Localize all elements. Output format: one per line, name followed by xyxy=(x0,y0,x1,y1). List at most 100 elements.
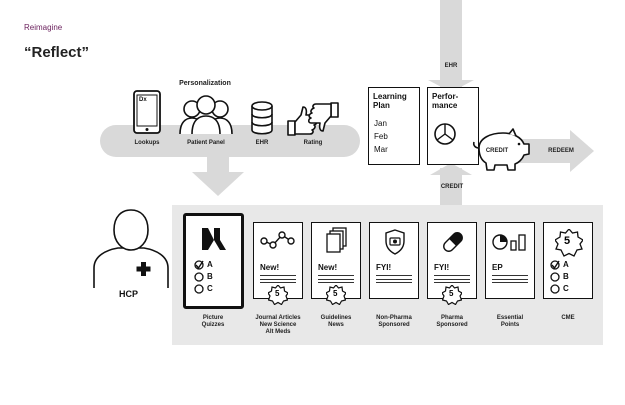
non-pharma-card[interactable]: FYI! xyxy=(369,222,419,299)
text-lines xyxy=(376,275,412,286)
ehr-label: EHR xyxy=(255,140,269,146)
badge-icon xyxy=(268,285,288,305)
picture-quiz-card[interactable]: A B C xyxy=(183,213,244,309)
caption-line: Non-Pharma xyxy=(376,315,412,321)
tablet-icon xyxy=(133,90,161,134)
credit-arrow-shaft xyxy=(440,168,462,208)
radio-icon xyxy=(550,284,560,294)
credit-flow-label: CREDIT xyxy=(440,184,464,190)
learning-plan-title-1: Learning xyxy=(373,92,407,101)
card-caption-quizzes: Picture Quizzes xyxy=(183,315,243,329)
badge-icon xyxy=(326,285,346,305)
card-tag: EP xyxy=(492,263,503,272)
lookups-label: Lookups xyxy=(134,140,160,146)
thumbs-up-down-icon xyxy=(287,101,339,137)
caption-line: Alt Meds xyxy=(265,329,291,335)
piggy-bank-icon xyxy=(471,128,533,172)
database-icon xyxy=(250,100,274,136)
caption-line: Sponsored xyxy=(436,322,468,328)
pharma-card[interactable]: FYI! 5 xyxy=(427,222,477,305)
text-lines xyxy=(318,275,354,286)
month-mar: Mar xyxy=(374,145,388,154)
card-caption-journal: Journal Articles New Science Alt Meds xyxy=(248,315,308,336)
performance-title-1: Perfor- xyxy=(432,92,459,101)
ehr-flow-label: EHR xyxy=(444,63,458,69)
down-arrow-head xyxy=(192,172,244,196)
pie-chart-icon xyxy=(434,123,456,145)
caption-line: CME xyxy=(561,315,575,321)
card-tag: New! xyxy=(318,263,338,272)
caption-line: News xyxy=(328,322,344,328)
performance-card: Perfor- mance xyxy=(427,87,479,165)
guidelines-card[interactable]: New! 5 xyxy=(311,222,361,305)
picture-icon xyxy=(202,228,226,250)
pill-icon xyxy=(443,232,463,252)
card-caption-non-pharma: Non-Pharma Sponsored xyxy=(364,315,424,329)
caption-line: Guidelines xyxy=(320,315,352,321)
rating-label: Rating xyxy=(303,140,323,146)
text-lines xyxy=(434,275,470,286)
badge-number: 5 xyxy=(449,289,454,298)
caption-line: Quizzes xyxy=(201,322,225,328)
cme-option-b: B xyxy=(563,272,569,281)
documents-icon xyxy=(326,227,347,253)
caption-line: Picture xyxy=(202,315,224,321)
badge-icon xyxy=(555,229,583,257)
radio-icon xyxy=(194,272,204,282)
card-caption-pharma: Pharma Sponsored xyxy=(422,315,482,329)
badge-icon xyxy=(442,285,462,305)
quiz-option-a: A xyxy=(207,260,213,269)
month-jan: Jan xyxy=(374,119,387,128)
hcp-label: HCP xyxy=(119,289,139,299)
cme-option-a: A xyxy=(563,260,569,269)
patient-panel-label: Patient Panel xyxy=(187,140,225,146)
chart-icon xyxy=(492,234,526,251)
card-tag: New! xyxy=(260,263,280,272)
card-caption-cme: CME xyxy=(538,315,598,322)
card-caption-essential: Essential Points xyxy=(480,315,540,329)
quiz-option-c: C xyxy=(207,284,213,293)
network-icon xyxy=(260,231,295,249)
tablet-screen-text: Dx xyxy=(139,97,147,103)
credit-arrow-head xyxy=(430,163,472,175)
learning-plan-card: Learning Plan Jan Feb Mar xyxy=(368,87,420,165)
kicker-label: Reimagine xyxy=(24,23,63,32)
journal-articles-card[interactable]: New! 5 xyxy=(253,222,303,305)
patient-group-icon xyxy=(176,92,236,136)
cme-card[interactable]: 5 A B C xyxy=(543,222,593,299)
caption-line: Journal Articles xyxy=(255,315,301,321)
caption-line: New Science xyxy=(259,322,297,328)
page-title: “Reflect” xyxy=(24,44,90,61)
cme-option-c: C xyxy=(563,284,569,293)
shield-icon xyxy=(385,229,405,255)
piggy-credit-label: CREDIT xyxy=(485,148,509,154)
ehr-arrow-head xyxy=(428,80,474,92)
radio-icon xyxy=(194,284,204,294)
performance-title-2: mance xyxy=(432,101,458,110)
card-tag: FYI! xyxy=(434,263,450,272)
down-arrow-shaft xyxy=(207,155,229,177)
badge-number: 5 xyxy=(275,289,280,298)
badge-number: 5 xyxy=(333,289,338,298)
checkbox-checked-icon xyxy=(550,260,560,270)
text-lines xyxy=(492,275,528,286)
checkbox-checked-icon xyxy=(194,260,204,270)
caption-line: Points xyxy=(500,322,520,328)
redeem-arrow-head xyxy=(570,130,594,172)
month-feb: Feb xyxy=(374,132,388,141)
card-tag: FYI! xyxy=(376,263,392,272)
text-lines xyxy=(260,275,296,286)
redeem-label: REDEEM xyxy=(548,148,574,154)
ehr-arrow-shaft xyxy=(440,0,462,88)
learning-plan-title-2: Plan xyxy=(373,101,390,110)
caption-line: Essential xyxy=(496,315,524,321)
personalization-heading: Personalization xyxy=(179,80,231,87)
badge-number: 5 xyxy=(564,235,571,247)
card-caption-guidelines: Guidelines News xyxy=(306,315,366,329)
caption-line: Sponsored xyxy=(378,322,410,328)
person-icon xyxy=(92,206,170,290)
caption-line: Pharma xyxy=(440,315,463,321)
quiz-option-b: B xyxy=(207,272,213,281)
essential-points-card[interactable]: EP xyxy=(485,222,535,299)
